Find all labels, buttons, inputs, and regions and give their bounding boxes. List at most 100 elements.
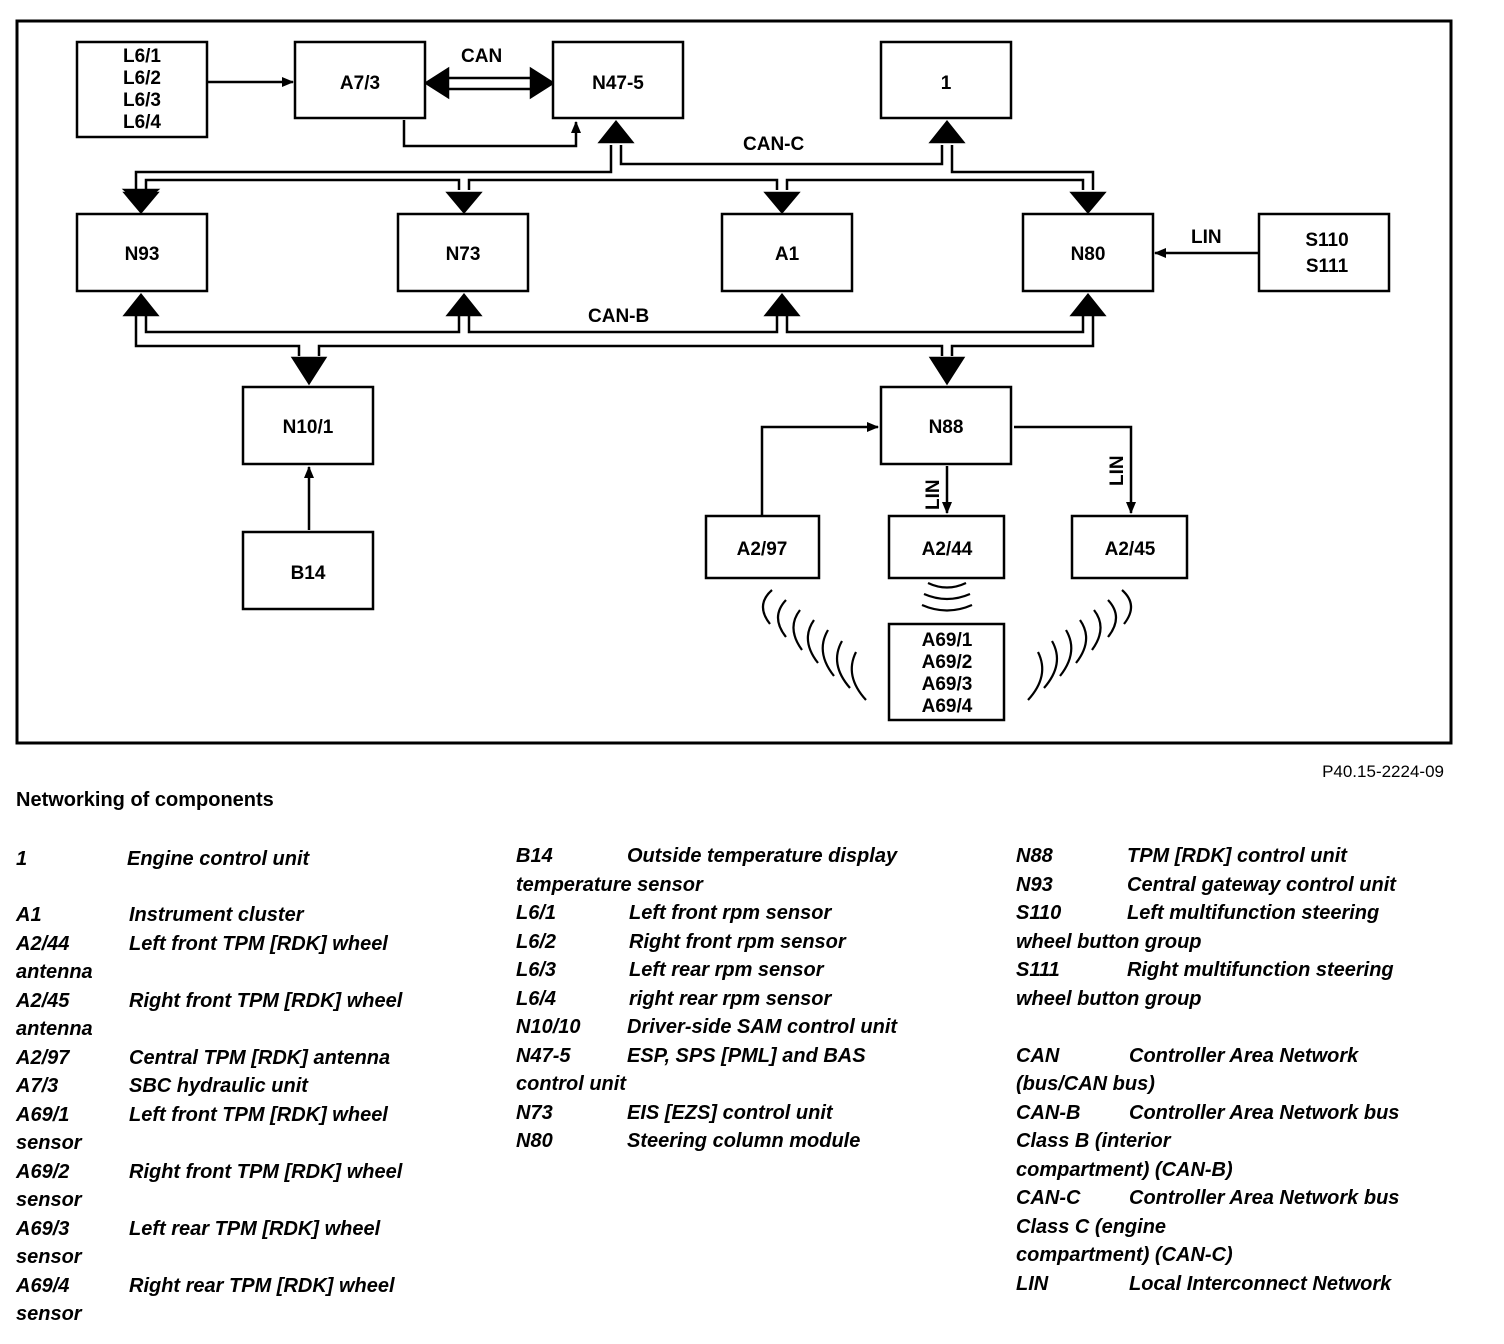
label-can-bus: CAN [461, 46, 502, 67]
box-a1 [720, 212, 854, 293]
box-n10-1 [241, 385, 375, 466]
wave-right-icon [1027, 589, 1133, 701]
label-a69-4: A69/4 [922, 696, 973, 717]
label-n73: N73 [446, 244, 481, 265]
diagram-frame [15, 19, 1453, 745]
label-n93: N93 [125, 244, 160, 265]
label-a69-2: A69/2 [922, 652, 973, 673]
box-n93 [75, 212, 209, 293]
box-n88 [879, 385, 1013, 466]
label-n88: N88 [929, 417, 964, 438]
label-n47-5: N47-5 [592, 73, 644, 94]
label-can-c-bus: CAN-C [743, 134, 804, 155]
network-diagram: L6/1 L6/2 L6/3 L6/4 A7/3 N47-5 1 N93 N73… [15, 19, 1453, 745]
label-n10-1: N10/1 [283, 417, 334, 438]
label-lin-a2-44: LIN [923, 479, 944, 510]
a297-to-n88-connector [760, 422, 879, 515]
legend-item-continuation: antenna [16, 961, 93, 983]
label-lin-a2-45: LIN [1107, 455, 1128, 486]
can-c-bus [121, 119, 1107, 214]
legend-item-continuation: sensor [16, 1303, 82, 1325]
legend-item-continuation: Class B (interior [1016, 1130, 1171, 1152]
legend-item-continuation: compartment) (CAN-C) [1016, 1244, 1233, 1266]
box-l6 [75, 40, 209, 139]
label-a2-97: A2/97 [737, 539, 788, 560]
wireless-waves [761, 582, 1133, 701]
legend-item-continuation: sensor [16, 1132, 82, 1154]
label-l6-4: L6/4 [123, 112, 161, 133]
label-a1: A1 [775, 244, 800, 265]
label-n80: N80 [1071, 244, 1106, 265]
box-a2-44 [887, 514, 1006, 580]
legend-item-continuation: sensor [16, 1246, 82, 1268]
legend-item-continuation: sensor [16, 1189, 82, 1211]
label-l6-2: L6/2 [123, 68, 161, 89]
box-a69 [887, 622, 1006, 722]
box-n80 [1021, 212, 1155, 293]
label-l6-3: L6/3 [123, 90, 161, 111]
label-a69-3: A69/3 [922, 674, 973, 695]
label-s111: S111 [1306, 256, 1349, 277]
legend-item-continuation: wheel button group [1016, 930, 1202, 953]
label-s110: S110 [1305, 230, 1348, 251]
a73-to-n475-connector [402, 120, 581, 148]
box-n47-5 [551, 40, 685, 120]
can-bus-connector [423, 66, 556, 100]
legend-item-continuation: wheel button group [1016, 987, 1202, 1010]
figure-caption: Networking of components [16, 789, 274, 811]
box-a2-45 [1070, 514, 1189, 580]
box-engine [879, 40, 1013, 120]
figure-code: P40.15-2224-09 [1322, 762, 1444, 781]
legend-item-continuation: (bus/CAN bus) [1016, 1073, 1155, 1095]
box-n73 [396, 212, 530, 293]
box-s110-s111 [1257, 212, 1391, 293]
wave-left-icon [761, 589, 867, 701]
n88-to-a245-connector [1014, 425, 1136, 514]
label-lin-n80: LIN [1191, 227, 1222, 248]
legend-item-continuation: temperature sensor [516, 873, 703, 896]
legend-item-continuation: Class C (engine [1016, 1215, 1167, 1238]
legend-item-continuation: compartment) (CAN-B) [1016, 1158, 1233, 1181]
legend-item-continuation: control unit [516, 1073, 626, 1095]
box-a7-3 [293, 40, 427, 120]
label-a2-44: A2/44 [922, 539, 973, 560]
label-b14: B14 [291, 563, 326, 584]
label-a69-1: A69/1 [922, 630, 973, 651]
wave-center-icon [921, 582, 973, 612]
box-b14 [241, 530, 375, 611]
label-a2-45: A2/45 [1105, 539, 1156, 560]
box-a2-97 [704, 514, 821, 580]
label-l6-1: L6/1 [123, 46, 161, 67]
legend-item-continuation: antenna [16, 1018, 93, 1040]
label-can-b-bus: CAN-B [588, 306, 649, 327]
